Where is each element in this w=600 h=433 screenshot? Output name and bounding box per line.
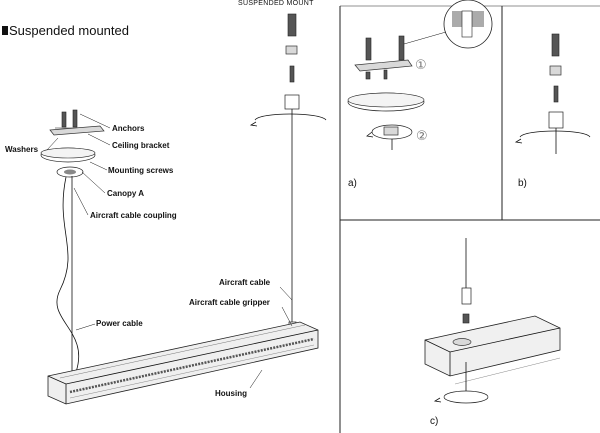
- main-assembly: Anchors Washers Ceiling bracket Mounting…: [5, 13, 327, 405]
- label-housing: Housing: [215, 389, 247, 398]
- panel-a: ① ② a): [347, 0, 493, 189]
- panel-a-label: a): [348, 178, 357, 189]
- label-aircraft-cable: Aircraft cable: [219, 278, 271, 287]
- label-canopy-a: Canopy A: [107, 189, 144, 198]
- anchors-left: [55, 109, 84, 129]
- ceiling-bracket: [49, 125, 105, 136]
- step-two-marker: ②: [416, 129, 428, 144]
- panel-dividers: [339, 5, 600, 433]
- panel-c-label: c): [430, 416, 438, 427]
- panel-b-label: b): [518, 178, 527, 189]
- label-washers: Washers: [5, 145, 39, 154]
- label-ceiling-bracket: Ceiling bracket: [112, 141, 170, 150]
- panel-c: c): [424, 238, 561, 427]
- label-anchors: Anchors: [112, 124, 145, 133]
- page-title: Suspended mounted: [9, 23, 129, 38]
- power-cable-line: [56, 176, 80, 373]
- top-label: SUSPENDED MOUNT: [238, 0, 314, 7]
- title-bullet: [2, 26, 8, 35]
- right-mount-hardware: [249, 13, 327, 127]
- leader-lines: [46, 113, 293, 389]
- label-power-cable: Power cable: [96, 319, 143, 328]
- panel-b: b): [514, 33, 591, 189]
- step-one-marker: ①: [415, 58, 427, 73]
- housing: [47, 321, 319, 405]
- label-mounting-screws: Mounting screws: [108, 166, 174, 175]
- label-aircraft-cable-gripper: Aircraft cable gripper: [189, 298, 270, 307]
- label-aircraft-cable-coupling: Aircraft cable coupling: [90, 211, 177, 220]
- title-block: Suspended mounted SUSPENDED MOUNT: [2, 0, 314, 38]
